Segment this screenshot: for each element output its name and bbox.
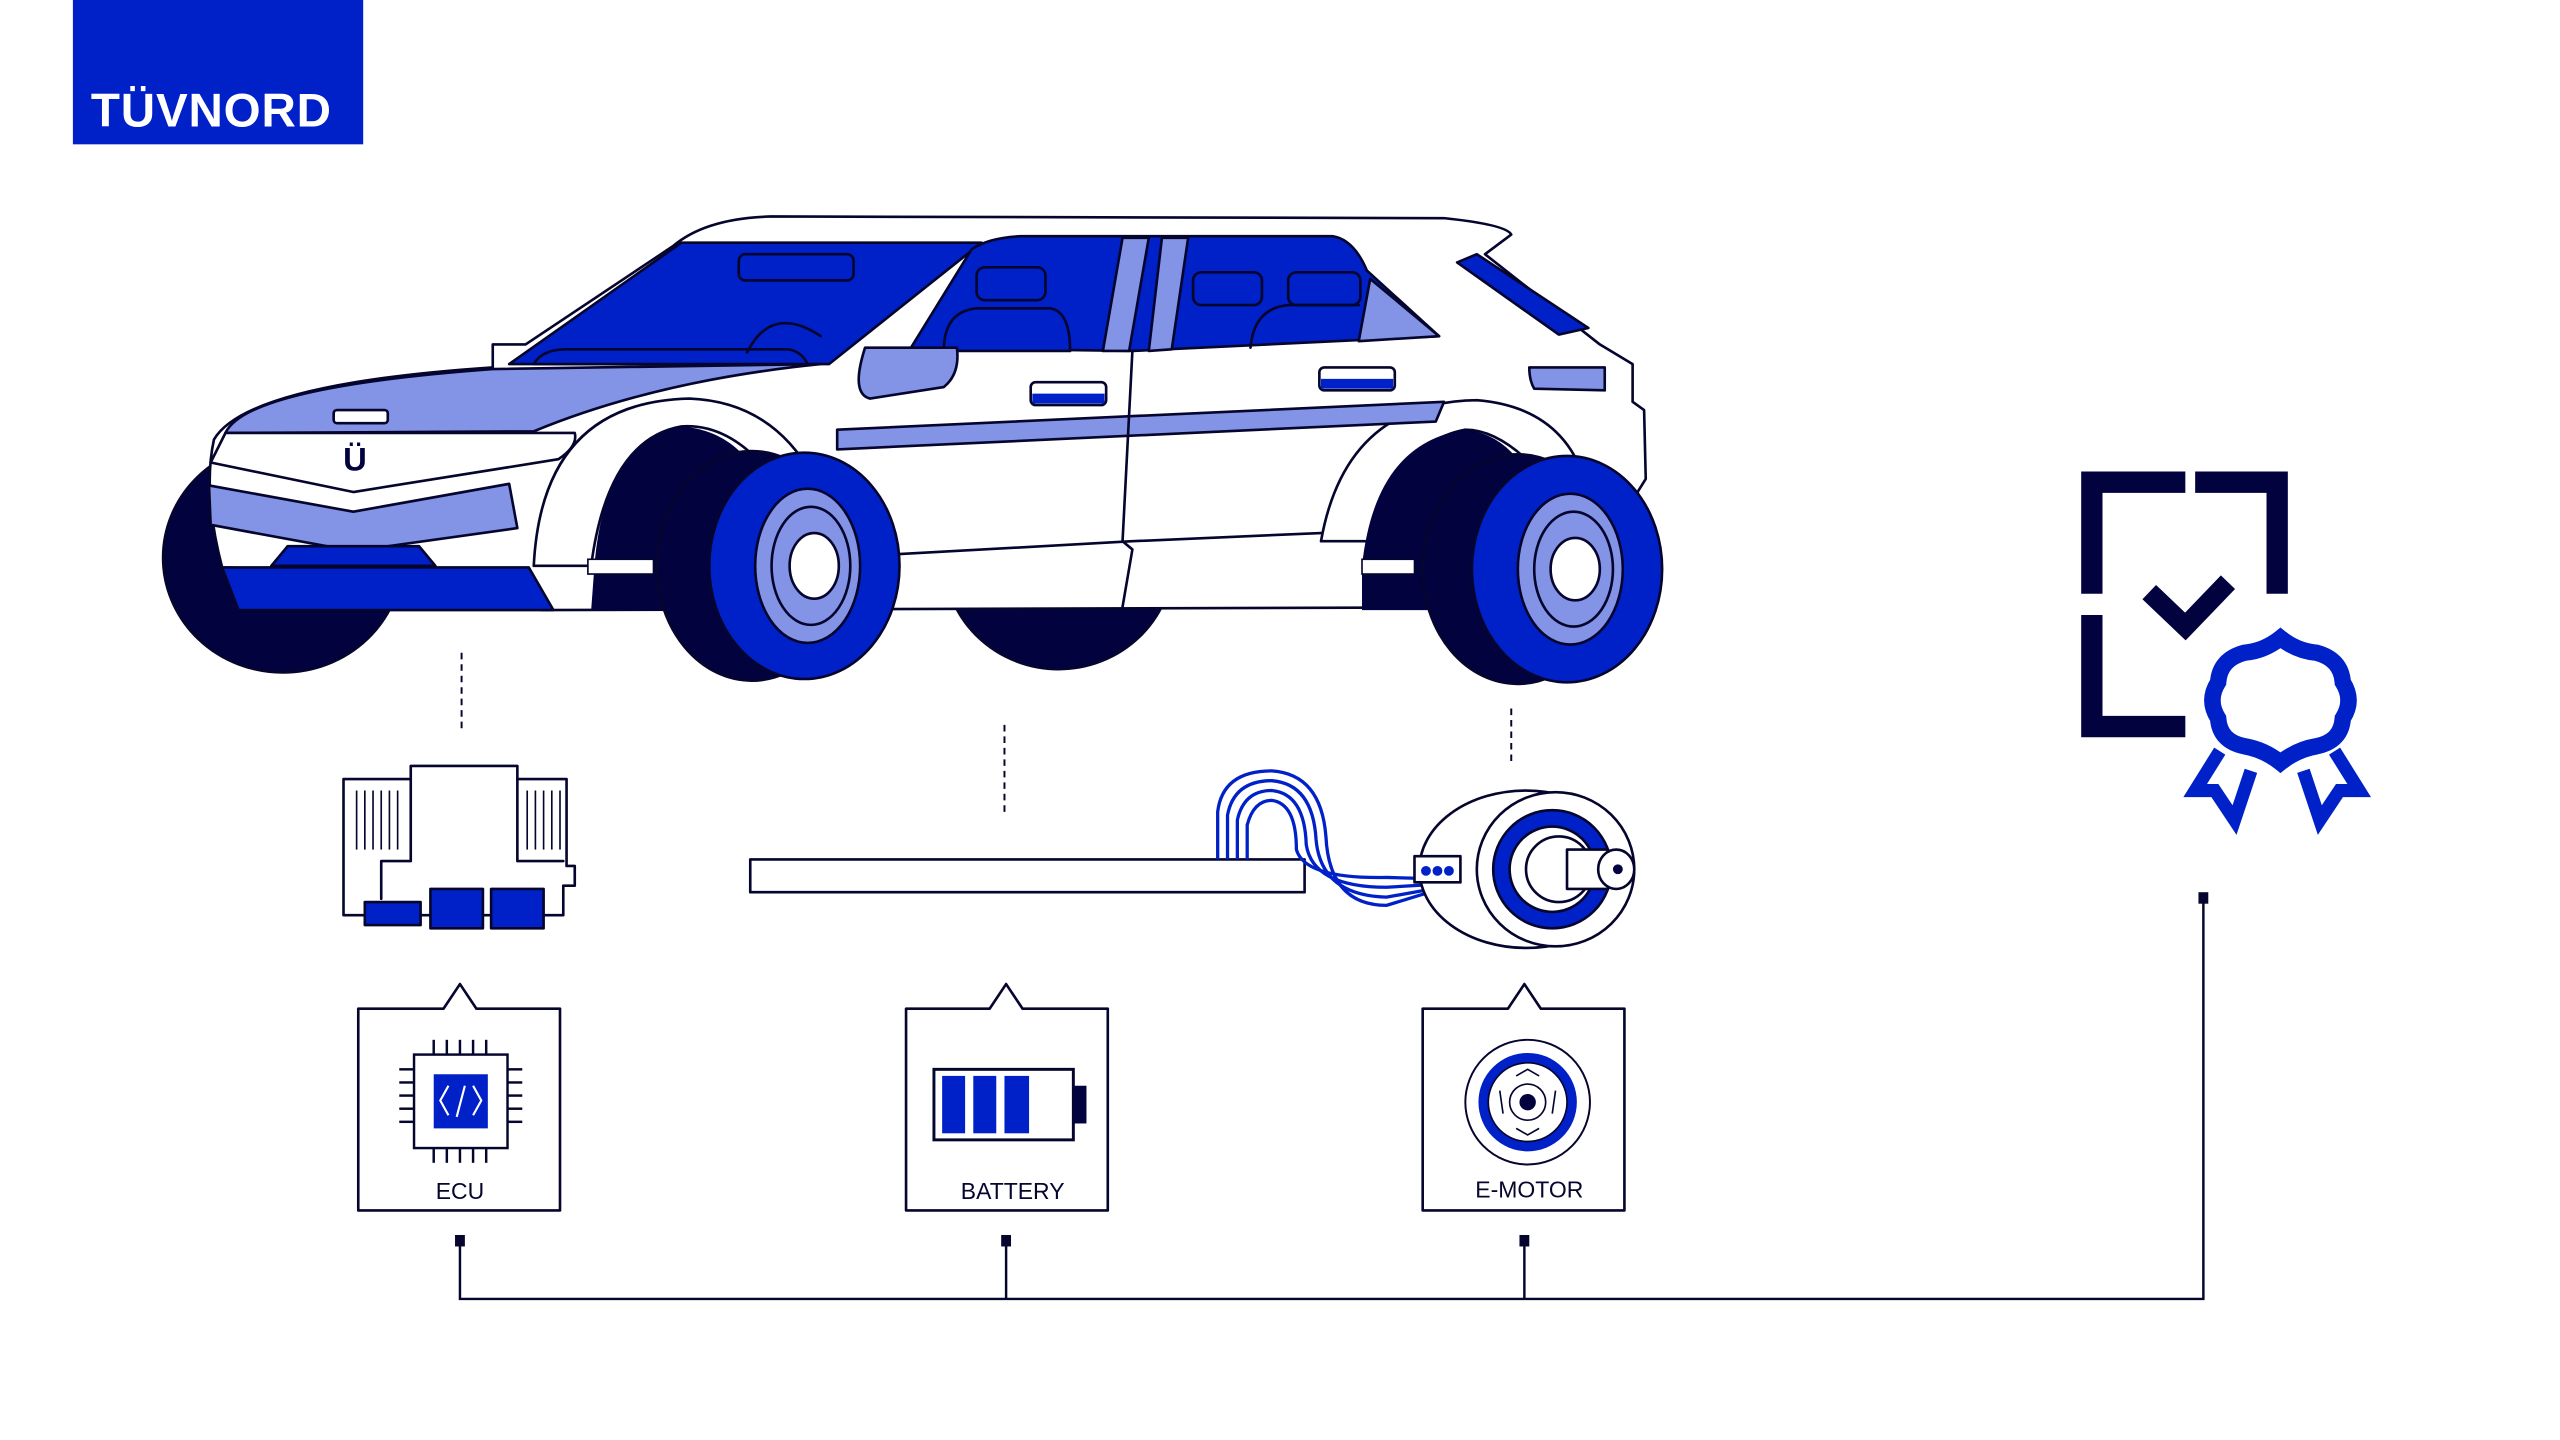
e-motor-label: E-MOTOR	[1475, 1176, 1583, 1202]
car-illustration: Ü	[161, 215, 1664, 686]
battery-icon	[932, 1067, 1087, 1142]
connector-lines	[455, 892, 2209, 1301]
car-badge-icon: Ü	[343, 441, 367, 478]
logo-text: TÜVNORD	[91, 84, 332, 137]
ecu-label: ECU	[436, 1178, 484, 1204]
side-mirror	[857, 346, 959, 400]
e-motor-card[interactable]: E-MOTOR	[1421, 982, 1626, 1212]
front-bumper	[220, 566, 555, 612]
wires-illustration	[1216, 769, 1449, 907]
ecu-card[interactable]: ECU	[356, 982, 562, 1212]
rear-window	[1455, 252, 1590, 336]
tuv-nord-logo: TÜVNORD	[72, 0, 364, 145]
certificate-check-rosette-icon	[2081, 471, 2372, 835]
battery-pack-illustration	[748, 858, 1306, 894]
battery-label: BATTERY	[961, 1178, 1065, 1204]
battery-card[interactable]: BATTERY	[904, 982, 1110, 1212]
chip-code-icon	[399, 1039, 523, 1163]
front-left-wheel	[655, 449, 901, 682]
side-stripe	[835, 400, 1446, 451]
dashed-leaders	[460, 652, 1513, 812]
front-right-wheel	[1421, 452, 1664, 686]
motor-icon	[1464, 1038, 1591, 1166]
front-band	[207, 482, 519, 553]
ecu-board-illustration	[342, 764, 577, 930]
e-motor-illustration	[1413, 789, 1636, 950]
